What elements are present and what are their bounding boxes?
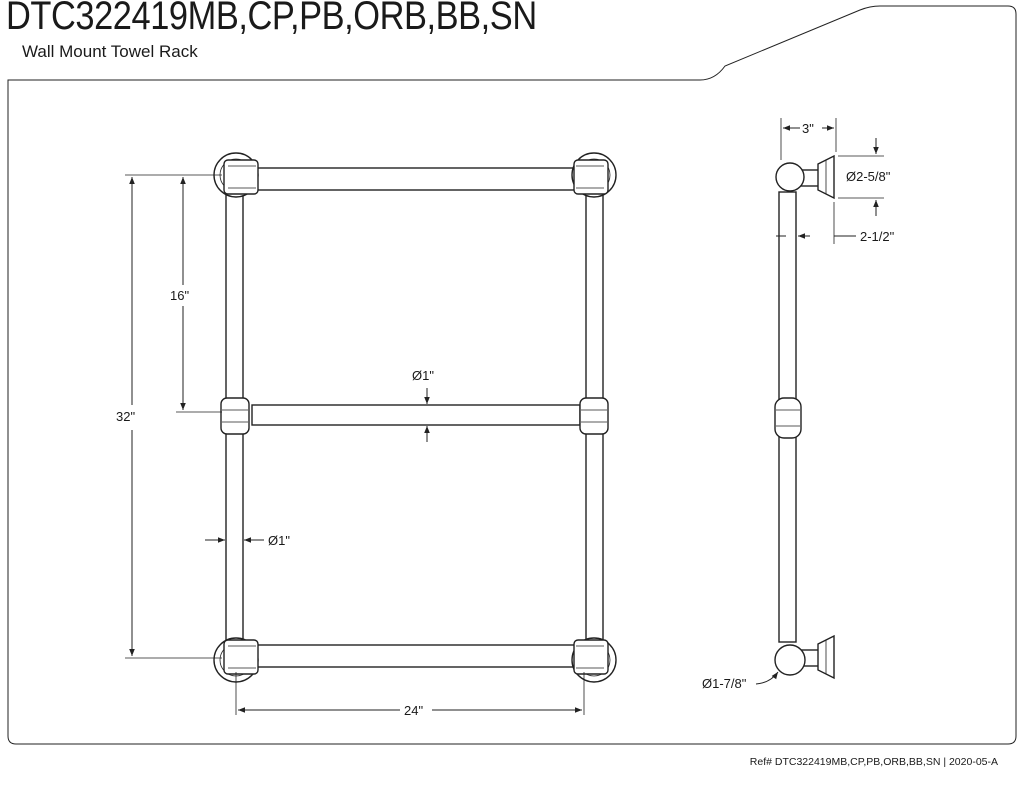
side-ball-top (775, 162, 805, 192)
side-dimensions: 3" Ø2-5/8" 2-1/2" Ø1-7/8" (702, 118, 895, 691)
dim-flange-depth: 2-1/2" (860, 229, 895, 244)
dim-post-diameter: Ø1" (268, 533, 290, 548)
middle-connector-left (220, 397, 250, 435)
middle-bar (251, 404, 581, 426)
dim-projection: 3" (802, 121, 814, 136)
dim-height-middle: 16" (170, 288, 189, 303)
bottom-bar (251, 644, 581, 668)
front-dimensions: 32" 16" 24" Ø1" Ø1" (116, 174, 585, 718)
dim-bar-diameter: Ø1" (412, 368, 434, 383)
dim-height-total: 32" (116, 409, 135, 424)
dim-ball-diameter: Ø1-7/8" (702, 676, 747, 691)
reference-footer: Ref# DTC322419MB,CP,PB,ORB,BB,SN | 2020-… (749, 756, 998, 768)
side-ball-bottom (774, 644, 806, 676)
side-middle-connector (774, 397, 802, 439)
side-view (774, 154, 835, 680)
dim-width: 24" (404, 703, 423, 718)
dim-flange-diameter: Ø2-5/8" (846, 169, 891, 184)
middle-connector-right (579, 397, 609, 435)
model-number-title: DTC322419MB,CP,PB,ORB,BB,SN (6, 0, 537, 38)
mount-top-right (571, 152, 617, 198)
front-view (213, 152, 617, 683)
mount-bottom-right (571, 637, 617, 683)
product-name: Wall Mount Towel Rack (22, 42, 198, 61)
top-bar (251, 167, 581, 191)
mount-bottom-left (213, 637, 259, 683)
sheet-frame (7, 5, 1017, 745)
